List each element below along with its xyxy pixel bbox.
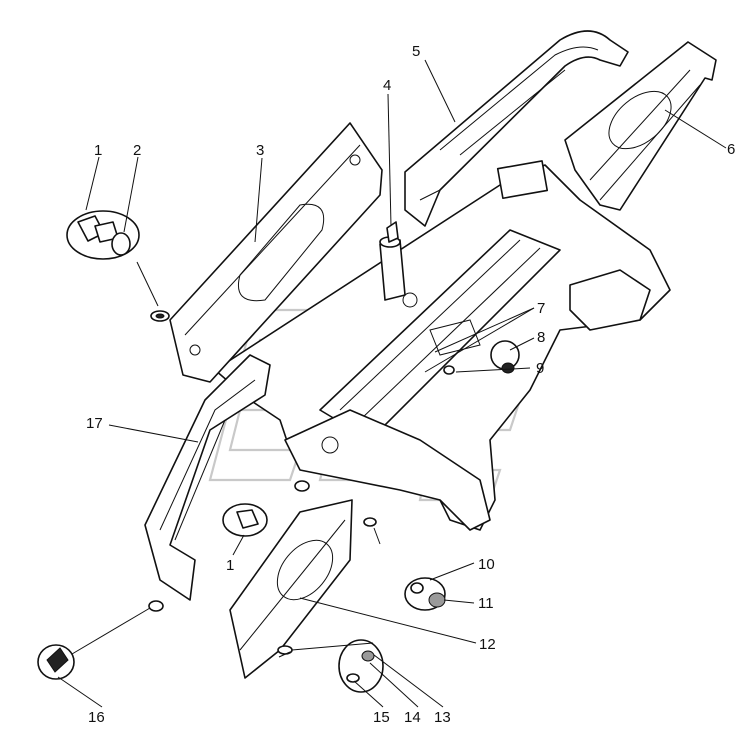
label-7: 7	[537, 300, 545, 317]
label-11: 11	[478, 595, 494, 612]
label-14: 14	[404, 709, 421, 726]
label-12: 12	[479, 636, 496, 653]
label-17: 17	[86, 415, 103, 432]
part-1-bolt-cluster-upper	[66, 210, 140, 260]
leader-lines	[57, 59, 727, 708]
label-16: 16	[88, 709, 105, 726]
label-5: 5	[412, 43, 420, 60]
part-12-front-panel	[229, 499, 353, 679]
label-4: 4	[383, 77, 391, 94]
label-9: 9	[536, 360, 544, 377]
label-13: 13	[434, 709, 451, 726]
part-5-upper-rail	[404, 30, 629, 227]
label-2: 2	[133, 142, 141, 159]
label-15: 15	[373, 709, 390, 726]
label-1-upper: 1	[94, 142, 102, 159]
part-4-pin	[379, 221, 406, 301]
part-6-side-panel	[564, 41, 717, 211]
label-1-lower: 1	[226, 557, 234, 574]
part-3-side-plate	[169, 122, 383, 383]
part-17-lower-rail	[144, 354, 271, 601]
main-frame-assembly	[214, 160, 671, 531]
part-labels: 1 2 3 4 5 6 7 8 9 10 11 12 13 14 15 16 1…	[86, 43, 735, 726]
label-6: 6	[727, 141, 735, 158]
label-8: 8	[537, 329, 545, 346]
fasteners	[37, 310, 520, 693]
label-3: 3	[256, 142, 264, 159]
label-10: 10	[478, 556, 495, 573]
